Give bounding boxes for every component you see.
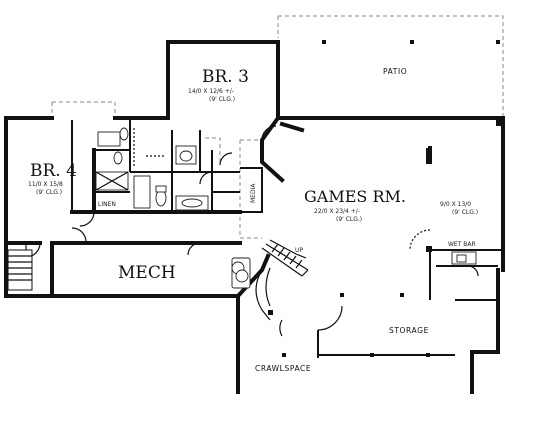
games-dims: 22/0 X 23/4 +/- bbox=[314, 208, 360, 215]
games-name: GAMES RM. bbox=[304, 187, 406, 206]
media-name: MEDIA bbox=[250, 183, 257, 203]
br3-dims: 14/0 X 12/6 +/- bbox=[188, 88, 234, 95]
br4-name: BR. 4 bbox=[30, 161, 77, 181]
wetbar-name: WET BAR bbox=[448, 241, 476, 248]
br3-name: BR. 3 bbox=[202, 67, 249, 87]
exterior-walls bbox=[4, 40, 505, 394]
linen-name: LINEN bbox=[98, 201, 116, 208]
interior-walls bbox=[71, 120, 503, 358]
games-clg: (9' CLG.) bbox=[336, 216, 362, 223]
stairs-up-label: UP bbox=[295, 247, 303, 254]
posts bbox=[7, 40, 502, 357]
br4-dims: 11/0 X 15/8 bbox=[28, 181, 63, 188]
stairs bbox=[255, 239, 309, 321]
patio-name: PATIO bbox=[383, 67, 407, 76]
crawlspace-name: CRAWLSPACE bbox=[255, 364, 311, 373]
nook-clg: (9' CLG.) bbox=[452, 209, 478, 216]
nook-dims: 9/0 X 13/0 bbox=[440, 201, 471, 208]
mech-name: MECH bbox=[118, 263, 176, 283]
br3-clg: (9' CLG.) bbox=[209, 96, 235, 103]
storage-name: STORAGE bbox=[389, 326, 429, 335]
dashed-outlines bbox=[51, 15, 504, 239]
room-labels: BR. 4 11/0 X 15/8 (9' CLG.) BR. 3 14/0 X… bbox=[28, 67, 478, 373]
door-swings bbox=[25, 125, 479, 337]
br4-clg: (9' CLG.) bbox=[36, 189, 62, 196]
